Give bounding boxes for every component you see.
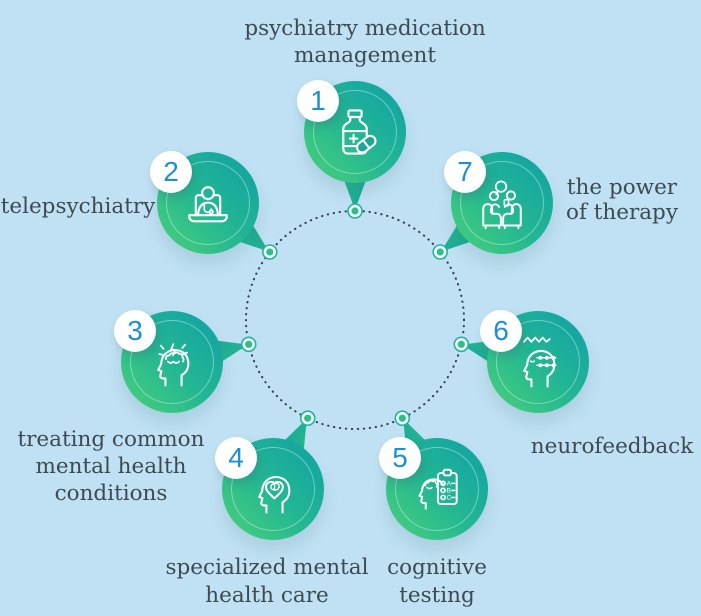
step-2-badge: 2 xyxy=(150,151,259,254)
label-line: mental health conditions xyxy=(35,454,187,506)
step-3-number: 3 xyxy=(114,310,156,352)
step-number-text: 7 xyxy=(457,156,473,187)
step-number-text: 3 xyxy=(127,315,143,346)
label-line: health care xyxy=(205,583,329,608)
dotted-circle xyxy=(244,209,466,431)
label-line: the power xyxy=(566,175,678,200)
step-7-label: the power of therapy xyxy=(532,175,701,225)
step-number-text: 4 xyxy=(228,442,244,473)
wheel-node-markers xyxy=(240,203,470,427)
step-4-label: specialized mental health care xyxy=(157,554,377,610)
step-number-text: 2 xyxy=(163,156,179,187)
step-2-number: 2 xyxy=(150,151,192,193)
svg-text:B: B xyxy=(447,488,452,495)
label-line: cognitive xyxy=(387,555,487,580)
label-line: psychiatry medication xyxy=(244,16,486,41)
step-5-label: cognitive testing xyxy=(327,554,547,610)
step-1-label: psychiatry medication management xyxy=(235,15,495,69)
step-1-number: 1 xyxy=(297,80,339,122)
label-line: specialized mental xyxy=(165,555,369,580)
step-number-text: 1 xyxy=(310,85,326,116)
step-5-badge: A B C 5 xyxy=(379,438,488,540)
label-line: management xyxy=(294,43,436,68)
step-5-number: 5 xyxy=(379,437,421,479)
label-line: telepsychiatry xyxy=(0,194,156,219)
step-number-text: 6 xyxy=(493,315,509,346)
step-7-number: 7 xyxy=(444,151,486,193)
step-6-badge: 6 xyxy=(487,310,589,413)
label-line: neurofeedback xyxy=(530,434,694,459)
step-6-number: 6 xyxy=(480,310,522,352)
label-line: of therapy xyxy=(566,200,678,225)
step-1-badge: 1 xyxy=(297,80,406,210)
step-3-label: treating common mental health conditions xyxy=(0,426,222,507)
step-2-label: telepsychiatry xyxy=(0,193,156,221)
step-6-label: neurofeedback xyxy=(512,433,701,461)
label-line: treating common xyxy=(17,427,205,452)
step-3-badge: 3 xyxy=(114,310,223,413)
step-7-badge: 7 xyxy=(451,151,553,254)
label-line: testing xyxy=(399,583,475,608)
svg-text:A: A xyxy=(447,481,452,488)
svg-text:C: C xyxy=(447,495,452,502)
step-number-text: 5 xyxy=(392,442,408,473)
step-4-number: 4 xyxy=(215,437,257,479)
step-4-badge: 4 xyxy=(215,438,324,540)
